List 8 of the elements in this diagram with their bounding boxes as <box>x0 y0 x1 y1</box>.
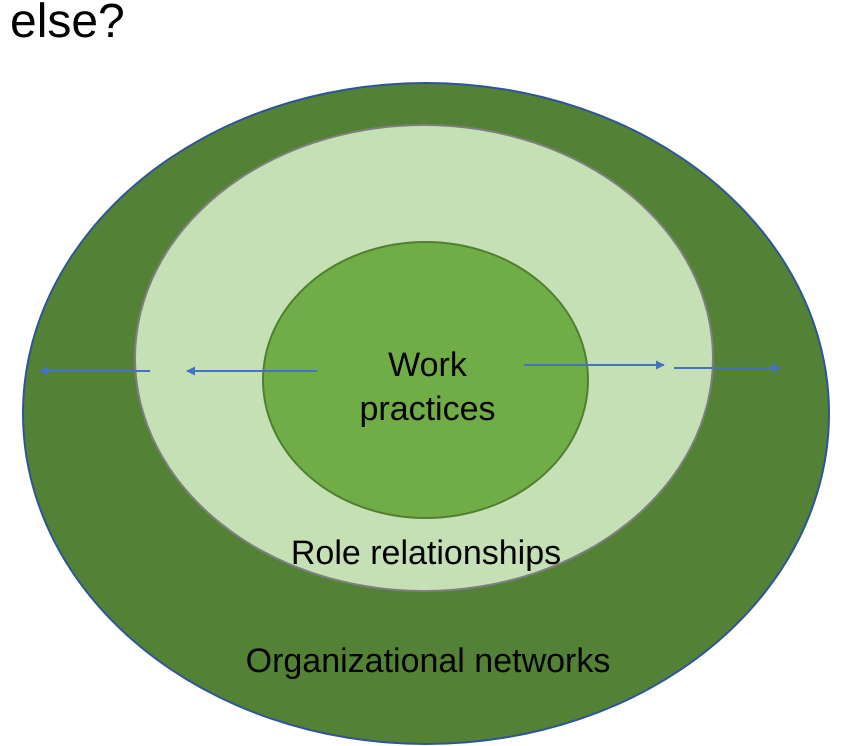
arrow <box>186 366 317 376</box>
arrow <box>674 364 781 372</box>
ring-label: Organizational networks <box>244 641 612 682</box>
arrow <box>39 366 150 376</box>
ring-label: Work practices <box>358 345 497 430</box>
heading-text: else? <box>10 0 125 49</box>
ring-label: Role relationships <box>290 533 562 574</box>
arrow <box>524 360 665 370</box>
